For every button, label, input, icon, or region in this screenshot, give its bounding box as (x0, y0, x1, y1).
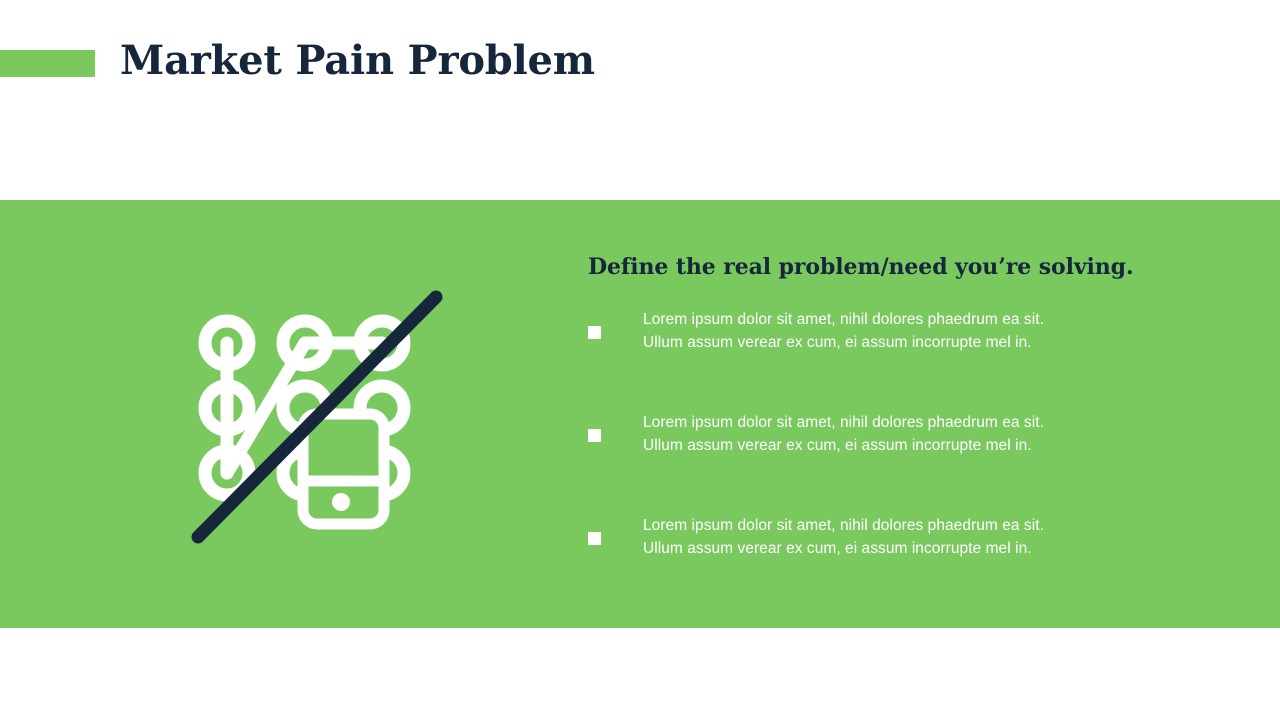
list-item-line: Lorem ipsum dolor sit amet, nihil dolore… (643, 414, 1044, 431)
content-panel: Define the real problem/need you’re solv… (0, 200, 1280, 628)
list-item-text: Lorem ipsum dolor sit amet, nihil dolore… (643, 411, 1044, 457)
list-item-text: Lorem ipsum dolor sit amet, nihil dolore… (643, 308, 1044, 354)
bullet-square-icon (588, 532, 601, 545)
list-item: Lorem ipsum dolor sit amet, nihil dolore… (588, 411, 1088, 467)
text-column: Define the real problem/need you’re solv… (588, 252, 1134, 570)
title-accent-bar (0, 50, 95, 77)
bullet-list: Lorem ipsum dolor sit amet, nihil dolore… (588, 308, 1088, 570)
bullet-square-icon (588, 429, 601, 442)
list-item-line: Ullum assum verear ex cum, ei assum inco… (643, 540, 1032, 557)
list-item-line: Lorem ipsum dolor sit amet, nihil dolore… (643, 517, 1044, 534)
list-item: Lorem ipsum dolor sit amet, nihil dolore… (588, 308, 1088, 364)
list-item: Lorem ipsum dolor sit amet, nihil dolore… (588, 514, 1088, 570)
list-item-line: Lorem ipsum dolor sit amet, nihil dolore… (643, 311, 1044, 328)
bullet-square-icon (588, 326, 601, 339)
phone-pattern-lock-disabled-icon (180, 285, 460, 555)
list-item-line: Ullum assum verear ex cum, ei assum inco… (643, 437, 1032, 454)
list-item-text: Lorem ipsum dolor sit amet, nihil dolore… (643, 514, 1044, 560)
content-subtitle: Define the real problem/need you’re solv… (588, 254, 1134, 280)
list-item-line: Ullum assum verear ex cum, ei assum inco… (643, 334, 1032, 351)
page-title: Market Pain Problem (120, 37, 595, 84)
